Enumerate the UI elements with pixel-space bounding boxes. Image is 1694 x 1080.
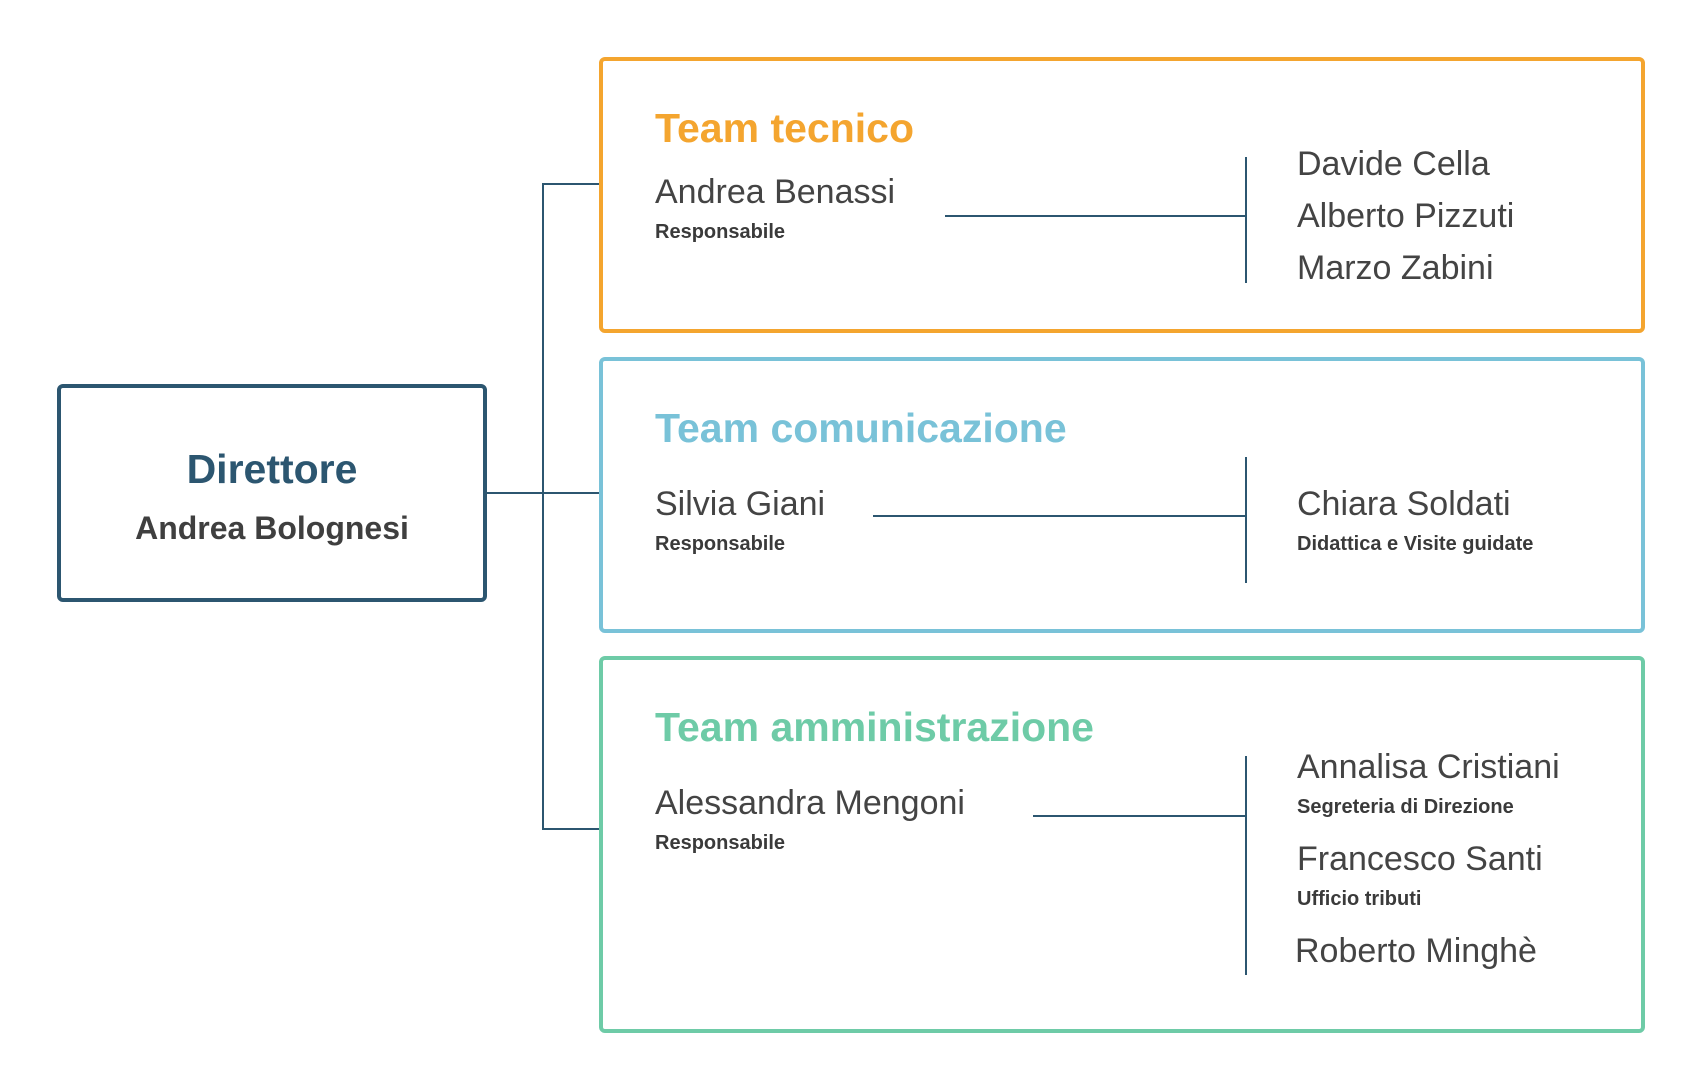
team-amministrazione-title: Team amministrazione [655,704,1094,750]
team-comunicazione-lead-connector [873,515,1245,517]
team-tecnico-member-name: Marzo Zabini [1297,249,1494,287]
team-tecnico-box: Team tecnico Andrea Benassi Responsabile… [599,57,1645,333]
team-tecnico-member-name: Alberto Pizzuti [1297,197,1515,235]
team-comunicazione-lead-name: Silvia Giani [655,485,826,523]
team-amministrazione-members-bracket [1245,756,1247,975]
team-comunicazione-title: Team comunicazione [655,405,1067,451]
team-comunicazione-box: Team comunicazione Silvia Giani Responsa… [599,357,1645,633]
director-name: Andrea Bolognesi [135,510,409,546]
team-tecnico-members-bracket [1245,157,1247,283]
connector-trunk [542,183,544,829]
team-amministrazione-lead-role: Responsabile [655,832,786,854]
team-comunicazione-members-bracket [1245,457,1247,583]
team-amministrazione-lead-connector [1033,815,1245,817]
director-title: Direttore [186,446,358,492]
team-tecnico-lead-connector [945,215,1245,217]
team-comunicazione-member-name: Chiara Soldati [1297,485,1511,523]
connector-director-out [487,492,543,494]
team-tecnico-title: Team tecnico [655,105,914,151]
team-amministrazione-box: Team amministrazione Alessandra Mengoni … [599,656,1645,1033]
connector-to-team-amministrazione [542,828,601,830]
team-amministrazione-member-role: Ufficio tributi [1297,888,1422,910]
director-box: Direttore Andrea Bolognesi [57,384,487,602]
team-amministrazione-member-name: Roberto Minghè [1295,932,1537,970]
connector-to-team-tecnico [542,183,601,185]
team-tecnico-lead-name: Andrea Benassi [655,173,896,211]
connector-to-team-comunicazione [542,492,601,494]
team-amministrazione-member-role: Segreteria di Direzione [1297,796,1514,818]
team-tecnico-member-name: Davide Cella [1297,145,1490,183]
team-amministrazione-member-name: Annalisa Cristiani [1297,748,1560,786]
team-amministrazione-member-name: Francesco Santi [1297,840,1543,878]
team-amministrazione-lead-name: Alessandra Mengoni [655,784,965,822]
team-comunicazione-member-role: Didattica e Visite guidate [1297,533,1534,555]
team-comunicazione-lead-role: Responsabile [655,533,786,555]
team-tecnico-lead-role: Responsabile [655,221,786,243]
